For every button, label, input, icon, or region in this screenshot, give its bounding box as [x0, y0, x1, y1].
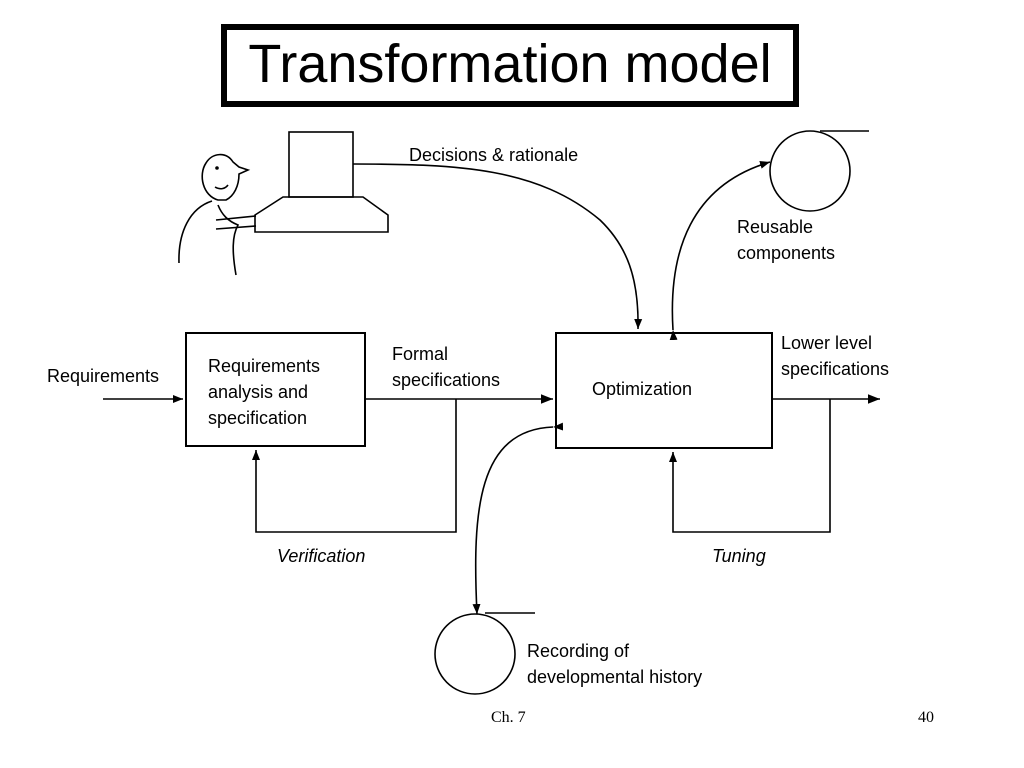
- requirements-analysis-box: [185, 332, 366, 447]
- decisions-rationale-arrow: [352, 163, 643, 330]
- optimization-label: Optimization: [592, 379, 692, 399]
- user-at-terminal-icon: [178, 131, 389, 276]
- verification-label: Verification: [277, 546, 365, 566]
- recording-history-arrow: [472, 422, 564, 615]
- lower-level-specifications-label-line2: specifications: [781, 359, 889, 379]
- verification-loop-arrow: [252, 399, 457, 533]
- lower-level-specifications-label-line1: Lower level: [781, 333, 872, 353]
- requirements-box-label-line3: specification: [208, 408, 307, 428]
- formal-specifications-label-line1: Formal: [392, 344, 448, 364]
- formal-specifications-label-line2: specifications: [392, 370, 500, 390]
- title-box: Transformation model: [221, 24, 799, 107]
- computer-terminal-icon: [254, 131, 389, 233]
- reusable-components-label-line2: components: [737, 243, 835, 263]
- tuning-label: Tuning: [712, 546, 766, 566]
- requirements-input-label: Requirements: [47, 366, 159, 386]
- person-icon: [178, 153, 257, 276]
- tuning-loop-arrow: [669, 399, 831, 533]
- recording-history-label-line2: developmental history: [527, 667, 702, 687]
- optimization-box: [555, 332, 773, 449]
- reusable-components-arrow: [669, 160, 771, 341]
- reusable-components-tape-icon: [769, 130, 869, 212]
- recording-history-tape-icon: [434, 612, 535, 695]
- footer-page-number: 40: [918, 709, 934, 726]
- decisions-rationale-label: Decisions & rationale: [409, 145, 578, 165]
- recording-history-label-line1: Recording of: [527, 641, 630, 661]
- reusable-components-label-line1: Reusable: [737, 217, 813, 237]
- requirements-box-label-line1: Requirements: [208, 356, 320, 376]
- requirements-box-label-line2: analysis and: [208, 382, 308, 402]
- slide-title: Transformation model: [248, 33, 772, 94]
- footer-chapter: Ch. 7: [491, 709, 526, 726]
